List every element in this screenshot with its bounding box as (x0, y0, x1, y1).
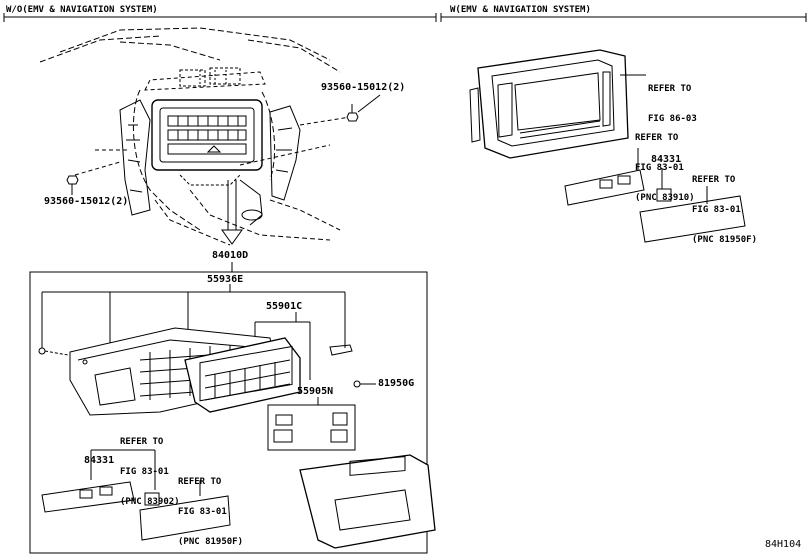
bracket-set-drawing (274, 413, 347, 442)
center-panel-drawing (300, 455, 435, 548)
callout-55901c[interactable]: 55901C (266, 301, 303, 312)
ref-line: REFER TO (635, 133, 679, 143)
leader-55936e (42, 284, 345, 350)
ref-line: FIG 83-01 (120, 467, 169, 477)
ref-line: (PNC 81950F) (692, 235, 758, 245)
ref-line: REFER TO (120, 437, 164, 447)
ref-right-plate[interactable]: REFER TO FIG 83-01 (PNC 81950F) (692, 155, 757, 255)
leader-bolt-right (358, 95, 380, 112)
diagram-id: 84H104 (765, 539, 802, 550)
callout-55905n[interactable]: 55905N (297, 386, 334, 397)
switch-84331-right-drawing (565, 168, 671, 205)
ref-line: FIG 83-01 (178, 507, 227, 517)
ribbon-cable-drawing (330, 345, 352, 355)
callout-bolt-left[interactable]: 93560-15012(2) (44, 196, 129, 207)
ref-left-switch[interactable]: REFER TO FIG 83-01 (PNC 83902) (120, 417, 180, 517)
screw-icon (354, 381, 376, 387)
front-panel-drawing (185, 312, 310, 412)
ref-line: FIG 86-03 (648, 114, 697, 124)
ref-left-plate[interactable]: REFER TO FIG 83-01 (PNC 81950F) (178, 457, 243, 557)
nav-unit-drawing (470, 50, 628, 158)
callout-84331-left[interactable]: 84331 (84, 455, 115, 466)
bolt-icon (347, 104, 358, 121)
ref-line: (PNC 83910) (635, 193, 695, 203)
ref-nav[interactable]: REFER TO FIG 86-03 (648, 64, 697, 134)
left-section-header: W/O(EMV & NAVIGATION SYSTEM) (6, 5, 158, 15)
callout-81950g[interactable]: 81950G (378, 378, 415, 389)
bolt-icon (67, 176, 78, 190)
switch-84331-left-drawing (42, 450, 159, 512)
callout-55936e[interactable]: 55936E (207, 274, 244, 285)
right-section-header: W(EMV & NAVIGATION SYSTEM) (450, 5, 591, 15)
section-dividers (4, 13, 806, 22)
ref-line: REFER TO (648, 84, 692, 94)
down-arrow-icon (222, 180, 242, 244)
ref-line: FIG 83-01 (635, 163, 684, 173)
dashboard-drawing (40, 28, 350, 245)
ref-line: REFER TO (692, 175, 736, 185)
ref-line: FIG 83-01 (692, 205, 741, 215)
switch-plate-left-drawing (140, 496, 230, 540)
callout-assembly[interactable]: 84010D (212, 250, 249, 261)
callout-bolt-right[interactable]: 93560-15012(2) (321, 82, 406, 93)
bracket-set-box (268, 405, 355, 450)
assembly-box (30, 272, 427, 553)
ref-line: (PNC 83902) (120, 497, 180, 507)
ref-line: REFER TO (178, 477, 222, 487)
callout-84331-right[interactable]: 84331 (651, 154, 682, 165)
ref-right-switch[interactable]: REFER TO FIG 83-01 (PNC 83910) (635, 113, 695, 213)
ref-line: (PNC 81950F) (178, 537, 244, 547)
screw-icon (39, 348, 68, 355)
